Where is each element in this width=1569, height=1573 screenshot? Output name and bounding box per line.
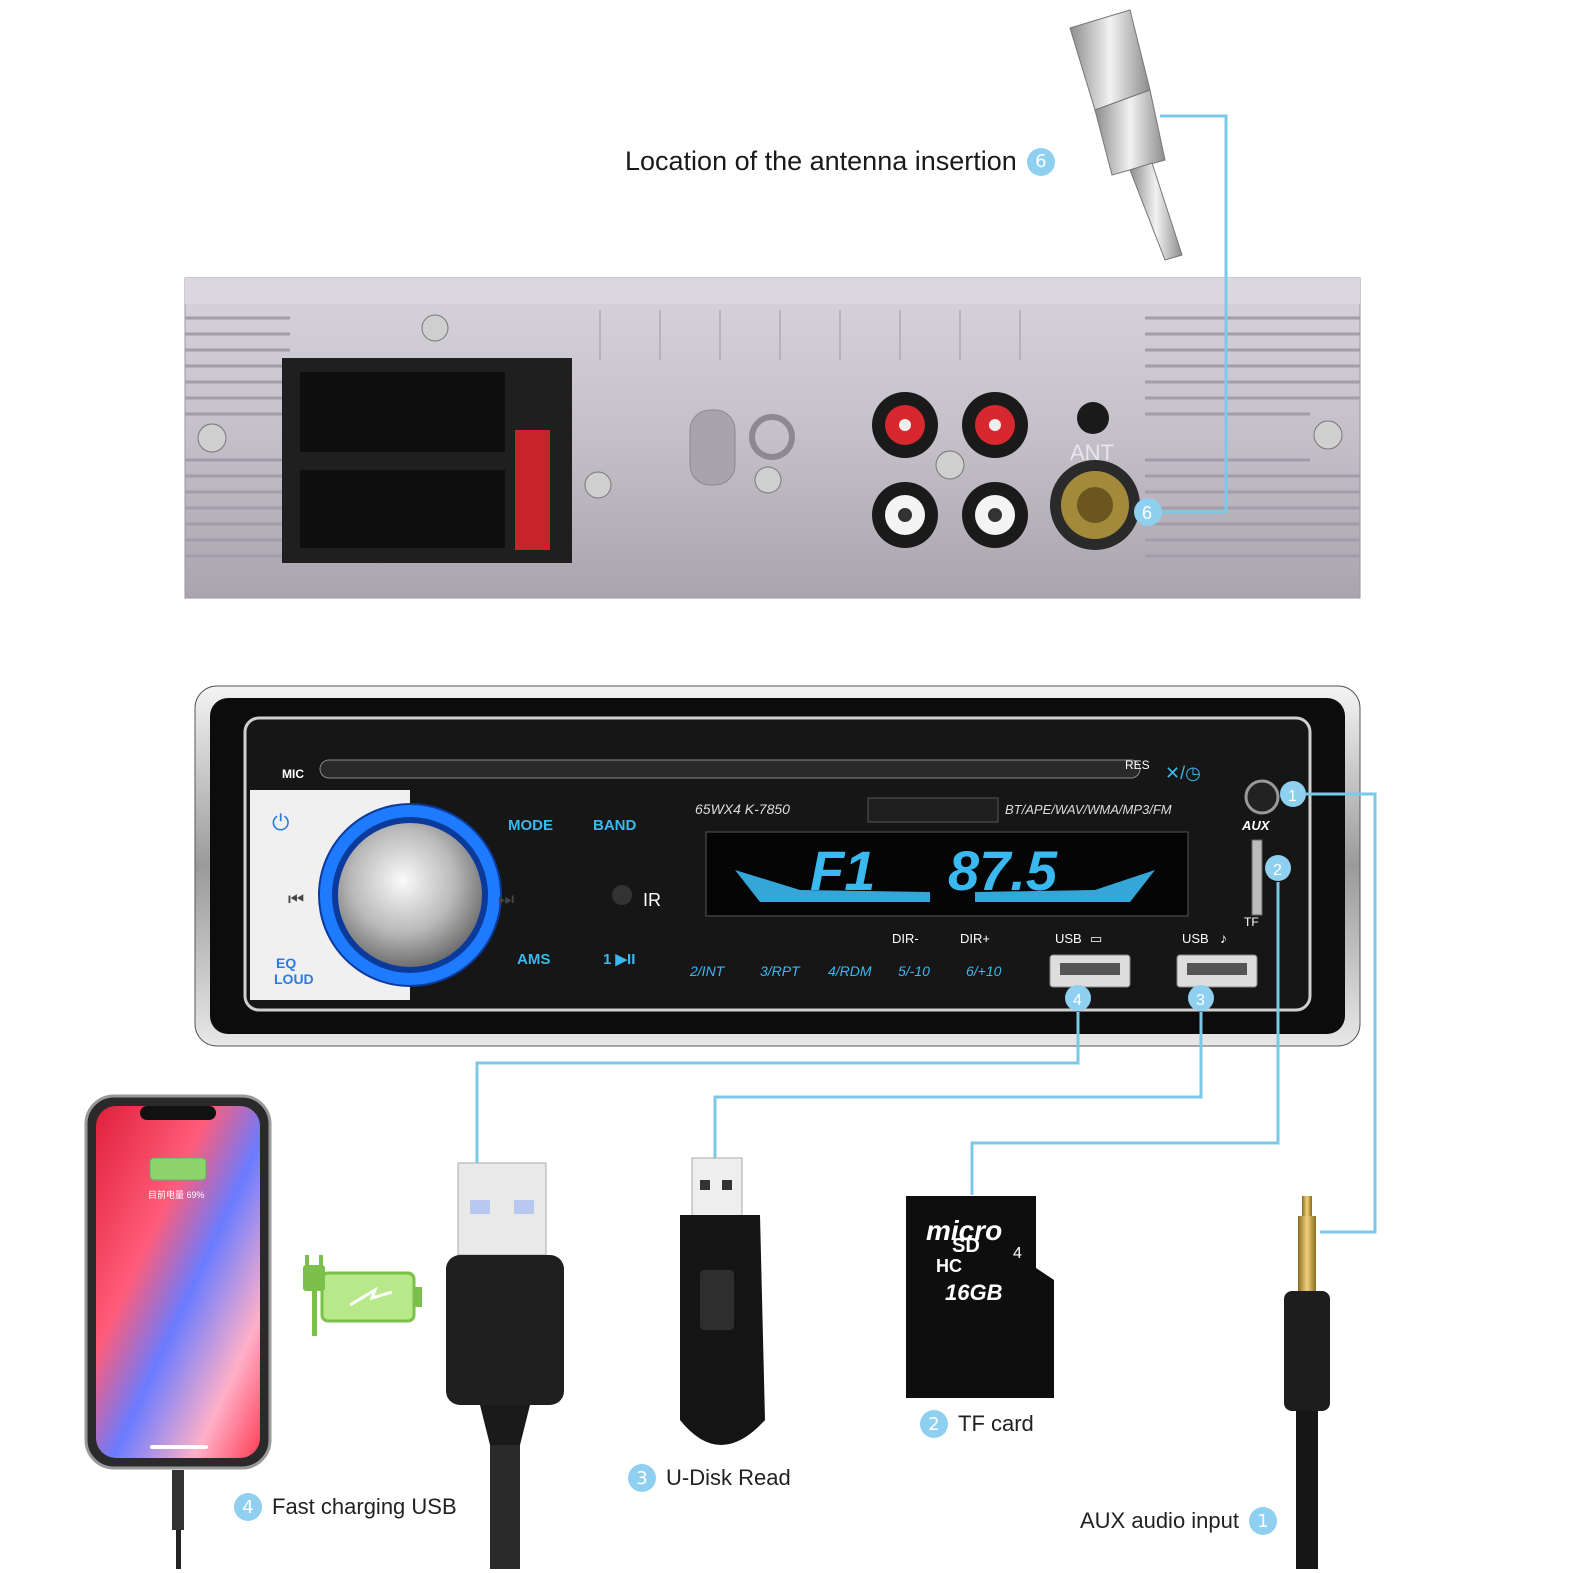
charging-callout: 4 Fast charging USB (234, 1493, 457, 1521)
tf-callout-text: TF card (958, 1411, 1034, 1436)
antenna-callout-line (1160, 114, 1228, 514)
ant-badge-circle (1134, 498, 1162, 526)
tf-slot[interactable] (1251, 839, 1263, 916)
ir-label: IR (643, 890, 661, 910)
battery-icon: ▭ (1090, 931, 1102, 946)
aux-jack[interactable] (1244, 779, 1280, 815)
sd-brand: micro (926, 1215, 1002, 1246)
charging-callout-badge: 4 (234, 1493, 262, 1521)
aux-callout-badge: 1 (1249, 1507, 1277, 1535)
callout-lines (475, 792, 1377, 1234)
usb2-label: USB (1182, 931, 1209, 946)
ams-button[interactable]: AMS (517, 951, 550, 968)
music-note-icon: ♪ (1220, 930, 1227, 946)
dir-minus-label: DIR- (892, 931, 919, 946)
usb-music-badge: 3 (1196, 992, 1205, 1009)
loud-label: LOUD (274, 971, 314, 987)
microsd-card: micro SD HC 4 16GB (906, 1196, 1054, 1398)
tf-callout: 2 TF card (920, 1410, 1034, 1438)
power-icon: ⏻ (272, 810, 289, 835)
sd-type: SD (952, 1235, 980, 1257)
next-icon: ⏭ (498, 889, 514, 909)
antenna-plug (1069, 9, 1183, 261)
display-band: F1 (810, 839, 875, 902)
tf-label: TF (1244, 915, 1259, 929)
sd-class: 4 (1013, 1245, 1022, 1262)
antenna-callout: Location of the antenna insertion 6 (625, 146, 1055, 177)
model-label: 65WX4 K-7850 (695, 801, 790, 817)
volume-knob[interactable] (338, 823, 482, 967)
eq-label: EQ (276, 955, 296, 971)
ant-label: ANT (1070, 440, 1114, 465)
charging-callout-text: Fast charging USB (272, 1494, 457, 1519)
aux-label: AUX (1241, 818, 1271, 833)
ant-badge: 6 (1142, 503, 1152, 523)
udisk-callout: 3 U-Disk Read (628, 1464, 791, 1492)
udisk-callout-text: U-Disk Read (666, 1465, 791, 1490)
sd-capacity: 16GB (945, 1280, 1003, 1305)
dir-plus-label: DIR+ (960, 931, 990, 946)
bt-clock-icon: ✕/◷ (1165, 763, 1201, 783)
res-label: RES (1125, 758, 1150, 772)
lcd-display (705, 831, 1189, 917)
tf-badge: 2 (1273, 862, 1282, 879)
formats-label: BT/APE/WAV/WMA/MP3/FM (1005, 802, 1172, 817)
mode-button[interactable]: MODE (508, 817, 553, 834)
usb-cable (446, 1162, 564, 1569)
aux-callout-text: AUX audio input (1080, 1508, 1239, 1533)
mic-label: MIC (282, 767, 304, 781)
ir-sensor (612, 885, 632, 905)
smartphone: 目前电量 69% (84, 1094, 272, 1569)
band-button[interactable]: BAND (593, 817, 636, 834)
preset-button-6[interactable]: 6/+10 (966, 963, 1002, 979)
rear-panel: ANT 6 (184, 277, 1361, 599)
phone-battery-text: 目前电量 69% (148, 1189, 205, 1200)
preset-button-3[interactable]: 3/RPT (760, 963, 801, 979)
usb-flash-drive (680, 1157, 765, 1445)
antenna-callout-badge: 6 (1026, 147, 1055, 176)
charging-battery-icon (303, 1255, 422, 1336)
antenna-callout-text: Location of the antenna insertion (625, 146, 1017, 176)
aux-callout: AUX audio input 1 (1080, 1507, 1277, 1535)
display-frequency: 87.5 (948, 839, 1058, 902)
sd-hc: HC (936, 1256, 962, 1276)
play-button[interactable]: 1 ▶II (603, 951, 635, 968)
prev-icon: ⏮ (288, 889, 304, 909)
preset-button-2[interactable]: 2/INT (689, 963, 726, 979)
tf-callout-badge: 2 (920, 1410, 948, 1438)
aux-badge: 1 (1288, 788, 1297, 805)
phone-battery-icon (149, 1157, 207, 1181)
front-panel: MIC RES ✕/◷ ⏻ EQ LOUD ⏮ ⏭ MODE BAND AMS … (194, 685, 1361, 1047)
preset-button-5[interactable]: 5/-10 (898, 963, 930, 979)
aux-cable (1284, 1196, 1330, 1569)
usb-charge-badge: 4 (1073, 992, 1082, 1009)
usb1-label: USB (1055, 931, 1082, 946)
udisk-callout-badge: 3 (628, 1464, 656, 1492)
preset-button-4[interactable]: 4/RDM (828, 963, 872, 979)
